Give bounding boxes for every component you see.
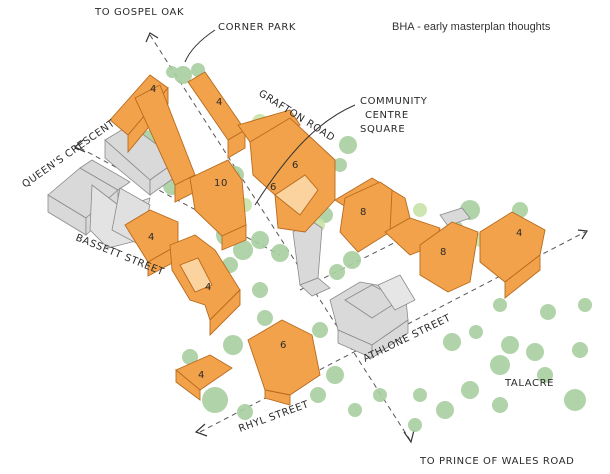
leader-lines bbox=[184, 29, 356, 206]
corner-park-leader bbox=[184, 29, 216, 63]
label-community-3: SQUARE bbox=[360, 124, 405, 135]
building-numbers: 4 4 10 6 6 4 4 8 8 4 6 4 bbox=[148, 84, 523, 381]
new-buildings bbox=[109, 71, 546, 406]
label-to-gospel-oak: TO GOSPEL OAK bbox=[94, 7, 184, 18]
svg-text:8: 8 bbox=[360, 207, 367, 218]
svg-text:4: 4 bbox=[205, 282, 212, 293]
label-talacre: TALACRE bbox=[504, 378, 554, 389]
svg-text:6: 6 bbox=[292, 160, 299, 171]
svg-text:6: 6 bbox=[270, 182, 277, 193]
arrow-gospel-oak bbox=[145, 32, 159, 43]
arrow-east bbox=[577, 229, 589, 240]
arrow-heads bbox=[73, 32, 589, 444]
arrow-rhyl bbox=[194, 423, 208, 437]
svg-text:4: 4 bbox=[150, 84, 157, 95]
arrow-queens bbox=[73, 139, 86, 153]
svg-text:6: 6 bbox=[280, 340, 287, 351]
svg-text:4: 4 bbox=[516, 228, 523, 239]
label-to-prince-of-wales-road: TO PRINCE OF WALES ROAD bbox=[419, 456, 574, 467]
svg-text:4: 4 bbox=[216, 97, 223, 108]
arrow-prince-of-wales bbox=[403, 429, 415, 444]
svg-text:4: 4 bbox=[148, 232, 155, 243]
label-community-1: COMMUNITY bbox=[360, 96, 428, 107]
svg-text:8: 8 bbox=[440, 247, 447, 258]
svg-text:10: 10 bbox=[214, 178, 228, 189]
label-corner-park: CORNER PARK bbox=[218, 22, 296, 33]
bassett-axis bbox=[79, 147, 281, 256]
diagram-title: BHA - early masterplan thoughts bbox=[392, 21, 551, 33]
svg-text:4: 4 bbox=[198, 370, 205, 381]
community-square-leader bbox=[254, 104, 356, 206]
label-community-2: CENTRE bbox=[365, 110, 409, 121]
